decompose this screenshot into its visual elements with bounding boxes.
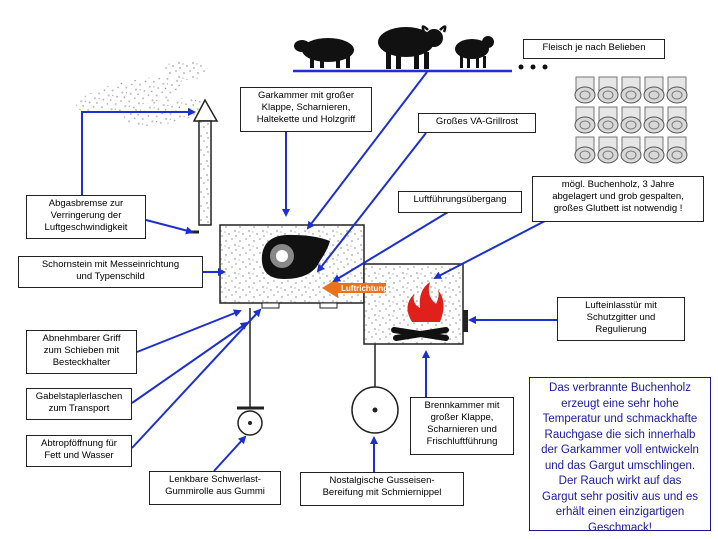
fire-icon bbox=[391, 282, 449, 341]
log-icon bbox=[597, 76, 619, 104]
label-drip: Abtropföffnung für Fett und Wasser bbox=[26, 435, 132, 467]
wood-logs bbox=[574, 76, 688, 164]
log-icon bbox=[597, 136, 619, 164]
leader-arrows bbox=[81, 71, 571, 472]
log-icon bbox=[643, 136, 665, 164]
pig-icon bbox=[294, 38, 354, 68]
buffalo-icon bbox=[378, 25, 447, 69]
label-firebox: Brennkammer mit großer Klappe, Scharnier… bbox=[410, 397, 514, 455]
label-airflow: Luftrichtung bbox=[341, 284, 389, 293]
sheep-icon bbox=[455, 36, 494, 68]
log-icon bbox=[574, 136, 596, 164]
ellipsis-dots bbox=[518, 64, 548, 70]
chimney bbox=[189, 98, 219, 234]
log-icon bbox=[574, 106, 596, 134]
log-icon bbox=[643, 106, 665, 134]
cast-iron-wheel bbox=[351, 386, 399, 434]
label-air-transition: Luftführungsübergang bbox=[398, 191, 522, 213]
log-icon bbox=[643, 76, 665, 104]
label-exhaust-brake: Abgasbremse zur Verringerung der Luftges… bbox=[26, 195, 146, 239]
info-box: Das verbrannte Buchenholz erzeugt eine s… bbox=[529, 377, 711, 534]
log-icon bbox=[666, 136, 688, 164]
label-chimney: Schornstein mit Messeinrichtung und Type… bbox=[18, 256, 203, 288]
label-wheel: Nostalgische Gusseisen- Bereifung mit Sc… bbox=[300, 472, 464, 506]
frame bbox=[237, 308, 376, 410]
log-icon bbox=[597, 106, 619, 134]
castor-wheel bbox=[237, 410, 263, 436]
label-grill-grate: Großes VA-Grillrost bbox=[418, 113, 536, 133]
label-wood: mögl. Buchenholz, 3 Jahre abgelagert und… bbox=[532, 176, 704, 222]
label-meat: Fleisch je nach Belieben bbox=[523, 39, 665, 59]
log-icon bbox=[666, 106, 688, 134]
label-castor: Lenkbare Schwerlast- Gummirolle aus Gumm… bbox=[149, 471, 281, 505]
label-cooking-chamber: Garkammer mit großer Klappe, Scharnieren… bbox=[240, 87, 372, 132]
log-icon bbox=[666, 76, 688, 104]
ham-icon bbox=[261, 234, 330, 279]
label-handle: Abnehmbarer Griff zum Schieben mit Beste… bbox=[26, 330, 137, 374]
log-icon bbox=[574, 76, 596, 104]
log-icon bbox=[620, 136, 642, 164]
label-air-inlet: Lufteinlasstür mit Schutzgitter und Regu… bbox=[557, 297, 685, 341]
log-icon bbox=[620, 76, 642, 104]
log-icon bbox=[620, 106, 642, 134]
label-forklift: Gabelstaplerlaschen zum Transport bbox=[26, 388, 132, 420]
airflow-arrow bbox=[322, 278, 386, 298]
smoke bbox=[76, 60, 208, 126]
